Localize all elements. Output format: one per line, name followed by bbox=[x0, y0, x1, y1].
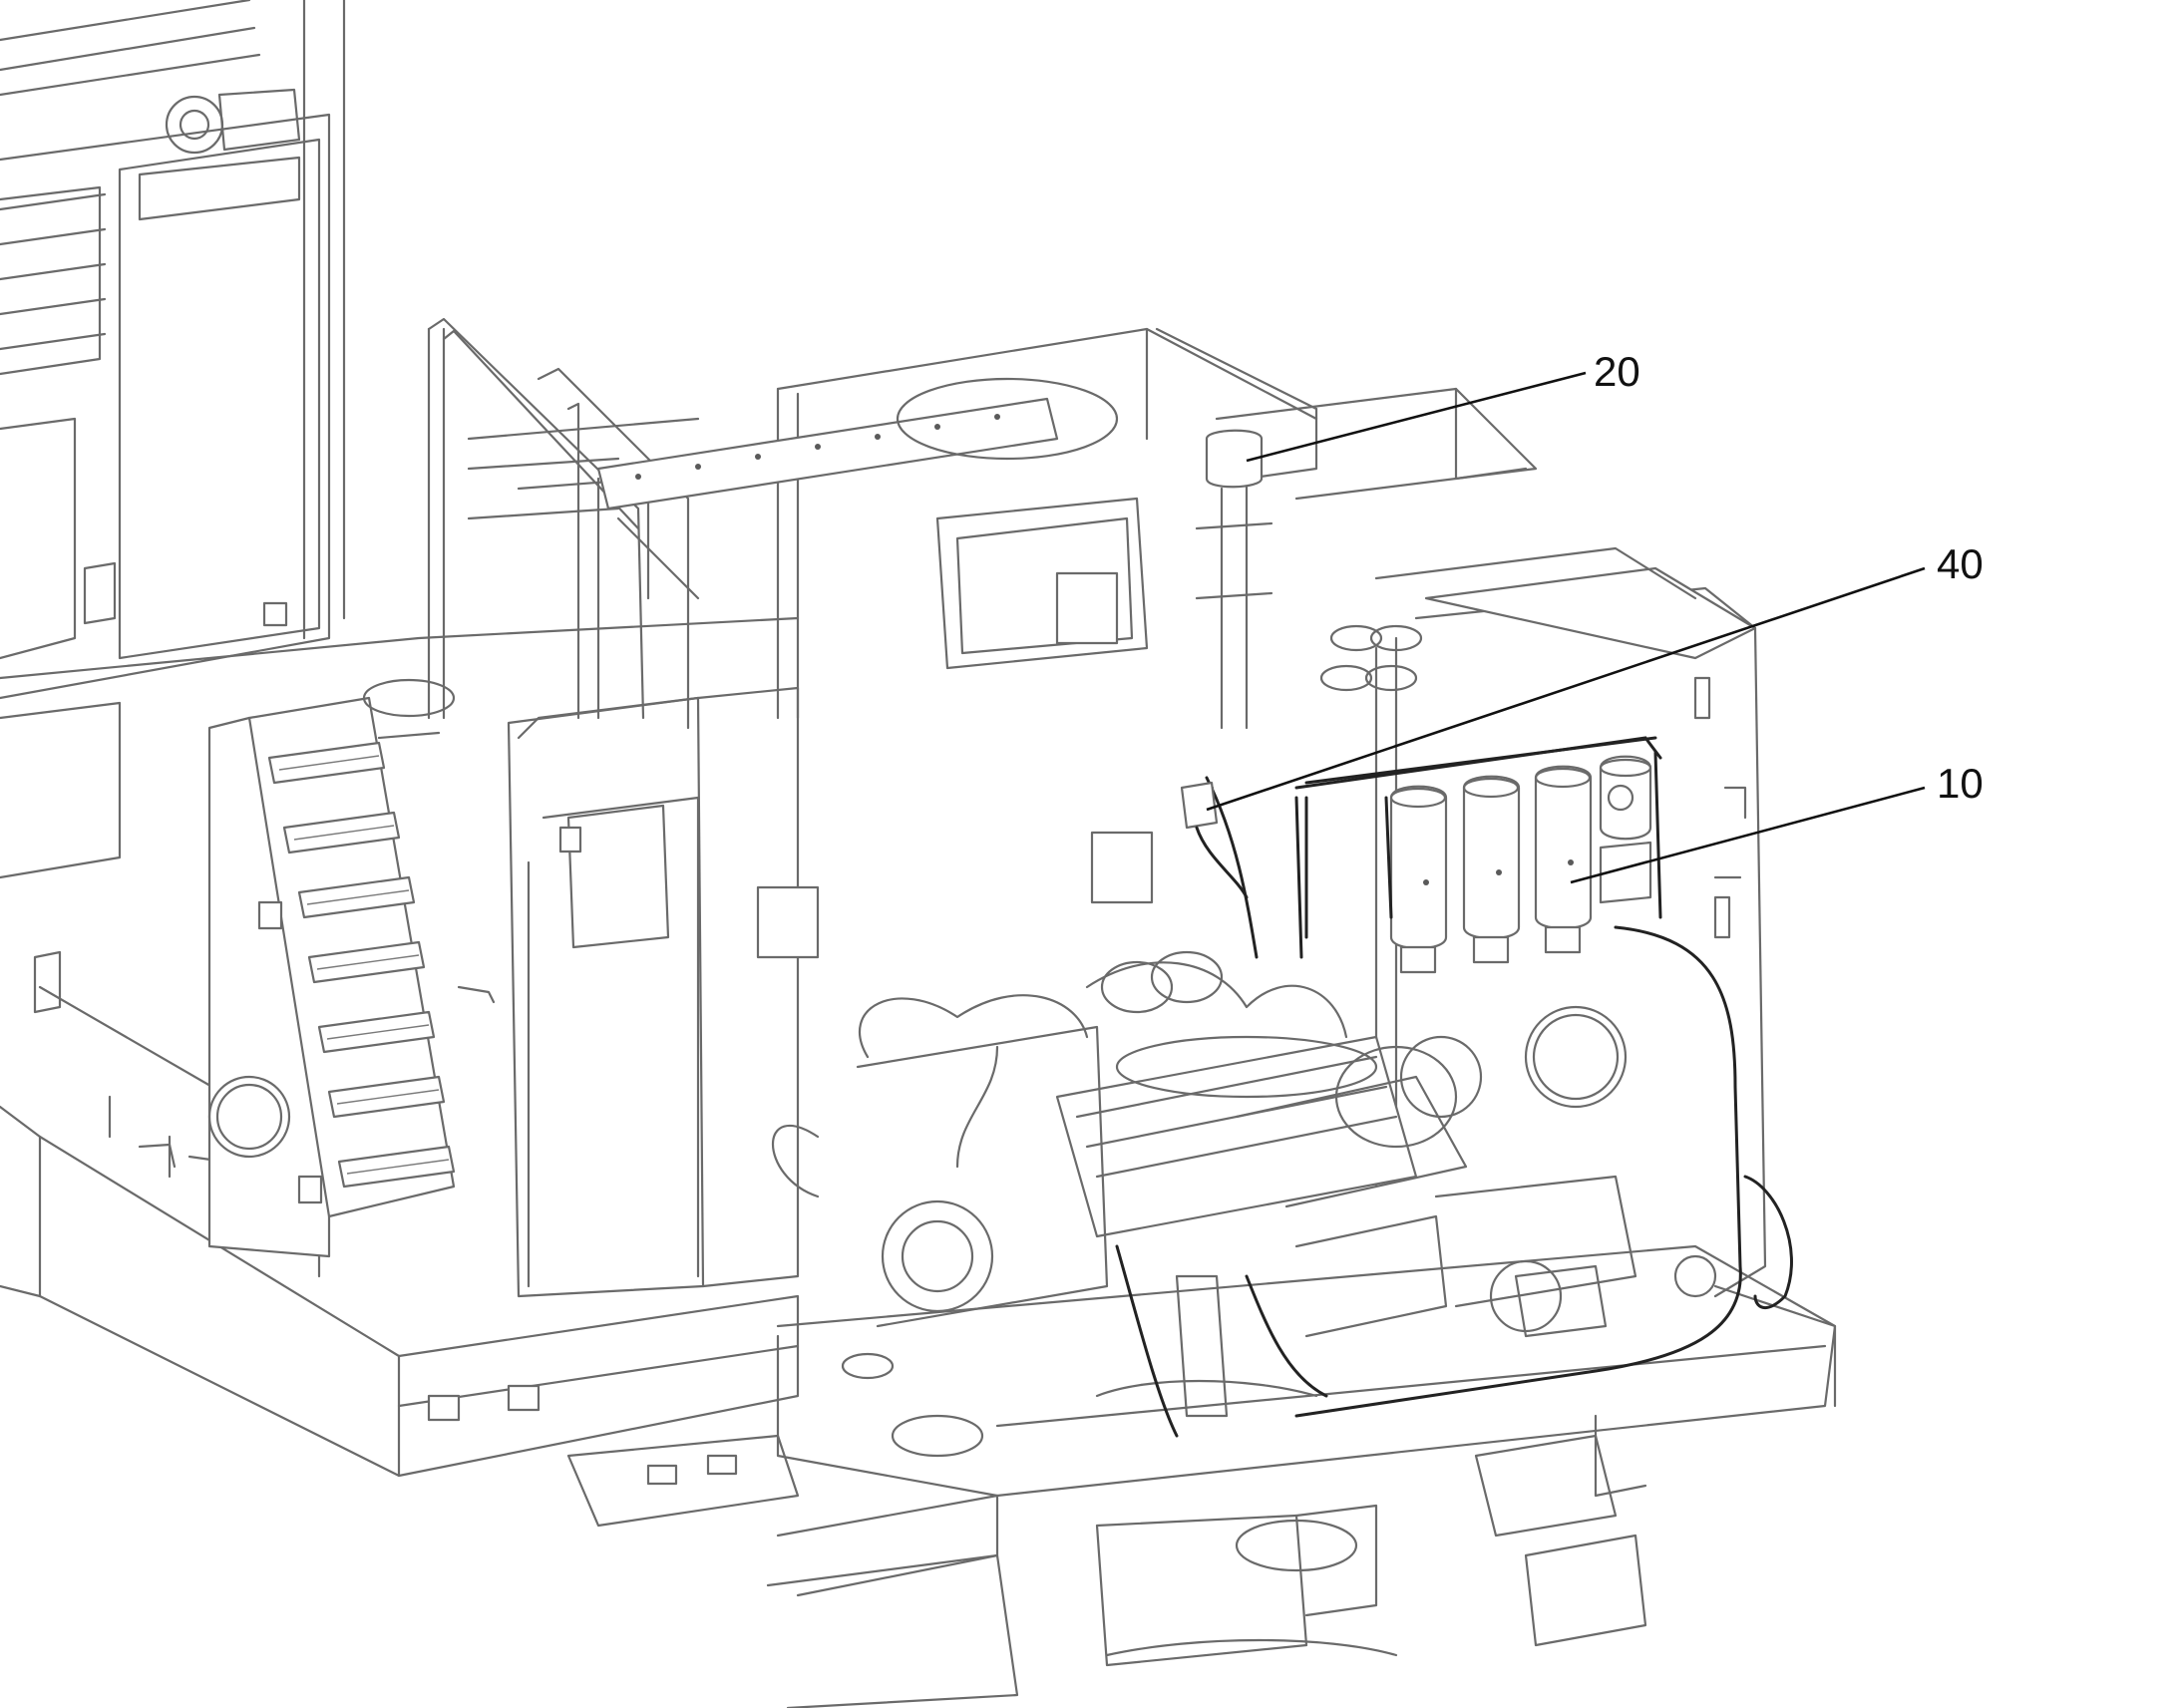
filter-canister-2 bbox=[1462, 775, 1521, 964]
fuel-filter-assembly bbox=[1304, 736, 1662, 974]
leader-40 bbox=[1206, 566, 1926, 812]
vertical-pipe-assembly bbox=[1195, 429, 1273, 730]
leader-10 bbox=[1570, 786, 1926, 884]
engine-assembly bbox=[772, 950, 1637, 1418]
callout-label-20: 20 bbox=[1594, 348, 1640, 395]
callout-label-10: 10 bbox=[1937, 760, 1984, 807]
electrical-cabinet bbox=[362, 678, 800, 1298]
filter-canister-3 bbox=[1534, 765, 1593, 954]
upper-deck-handrails bbox=[427, 317, 700, 730]
callout-leaders bbox=[1206, 371, 1926, 884]
filter-canister-1 bbox=[1389, 785, 1448, 974]
filter-canister-4 bbox=[1599, 755, 1652, 904]
stair-tower bbox=[207, 696, 456, 1258]
rear-cab-structure bbox=[0, 0, 346, 1014]
engine-bay-upper-frame bbox=[596, 327, 1318, 959]
front-base-frame bbox=[566, 1244, 1837, 1708]
callout-label-40: 40 bbox=[1937, 540, 1984, 587]
leader-20 bbox=[1246, 371, 1587, 463]
sensor-fitting bbox=[1180, 781, 1249, 899]
